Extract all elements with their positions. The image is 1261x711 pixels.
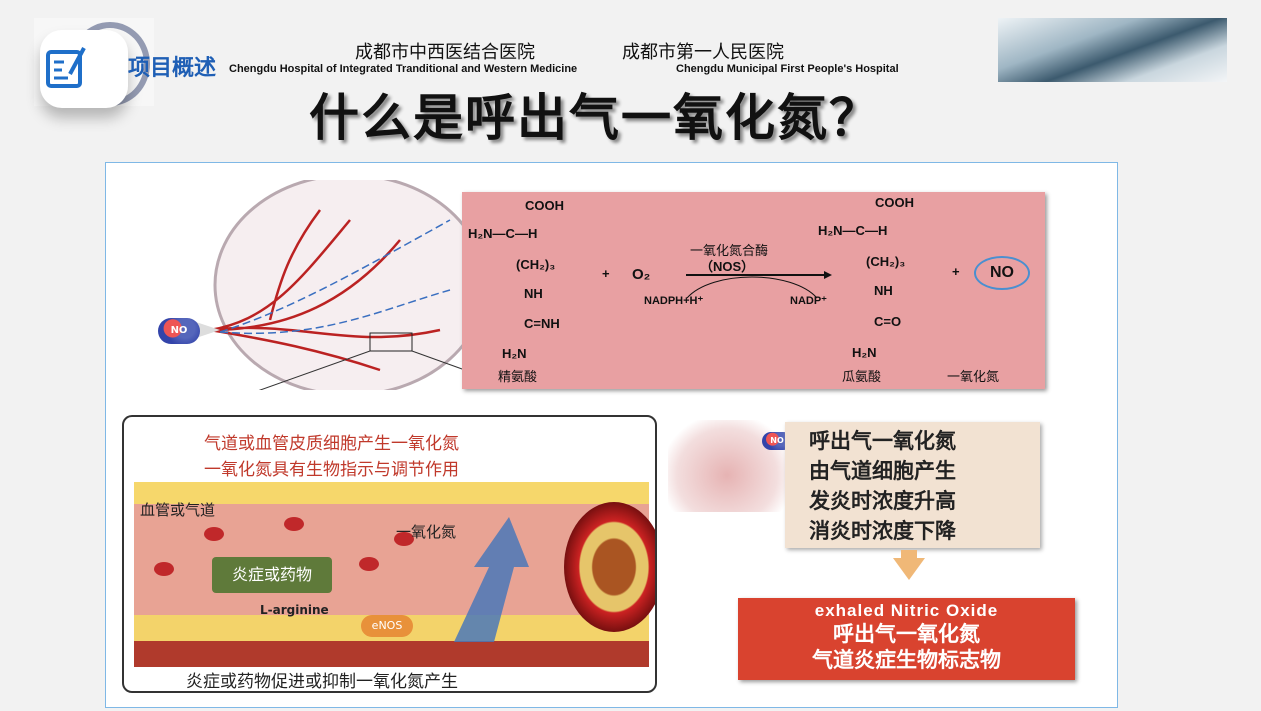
fact-item: 消炎时浓度下降 [809,518,956,543]
inset-caption: 炎症或药物促进或抑制一氧化氮产生 [186,672,458,692]
feno-chinese: 呼出气一氧化氮 [833,621,980,646]
no-release-arrow-icon [454,517,529,642]
product-alpha-carbon: H₂N—C—H [818,223,888,238]
trigger-label: 炎症或药物 [212,557,332,593]
arginine-label: 精氨酸 [498,370,538,385]
citrulline-label: 瓜氨酸 [842,370,882,385]
no-molecule-small-icon: NO [762,432,792,450]
fact-item: 发炎时浓度升高 [809,488,956,513]
hospital-2-name-en: Chengdu Municipal First People's Hospita… [676,63,899,75]
enzyme-abbrev: （NOS） [700,259,755,274]
section-badge [40,30,128,108]
enzyme-name: 一氧化氮合酶 [690,244,769,259]
reaction-arrow-icon [686,271,832,299]
reactant-ch2: (CH₂)₃ [516,257,556,272]
down-arrow-icon [893,558,925,580]
inset-line-2: 一氧化氮具有生物指示与调节作用 [204,460,459,480]
hospital-1-name-en: Chengdu Hospital of Integrated Tranditio… [229,63,578,75]
vessel-label: 血管或气道 [140,501,216,519]
vessel-inset-panel: 气道或血管皮质细胞产生一氧化氮 一氧化氮具有生物指示与调节作用 血管或气道 一氧… [122,415,657,693]
eye-retina-illustration [190,180,480,390]
fact-item: 由气道细胞产生 [809,458,956,483]
nadp: NADP⁺ [790,295,827,307]
reactant-alpha-carbon: H₂N—C—H [468,226,538,241]
hospital-1-name-cn: 成都市中西医结合医院 [355,42,535,63]
hospital-building-photo [998,18,1227,82]
reaction-panel: COOH H₂N—C—H (CH₂)₃ NH C=NH H₂N 精氨酸 + O₂… [462,192,1045,389]
edit-document-icon [46,47,86,88]
fact-item: 呼出气一氧化氮 [809,428,956,453]
feno-biomarker: 气道炎症生物标志物 [812,647,1001,672]
product-cooh: COOH [875,195,914,210]
nitric-oxide-product: NO [974,256,1030,290]
l-arginine-label: L-arginine [260,603,329,617]
reactant-cnh: C=NH [524,316,560,331]
feno-definition-box: exhaled Nitric Oxide 呼出气一氧化氮 气道炎症生物标志物 [738,598,1075,680]
enos-label: eNOS [361,615,413,637]
nadph: NADPH+H⁺ [644,295,704,307]
slide-title: 什么是呼出气一氧化氮？ [309,88,881,147]
feno-english: exhaled Nitric Oxide [814,601,999,620]
oxygen: O₂ [632,266,651,283]
product-ch2: (CH₂)₃ [866,254,906,269]
product-co: C=O [874,314,902,329]
no-label: 一氧化氮 [396,523,457,541]
reactant-cooh: COOH [525,198,564,213]
plus-sign-2: + [952,264,960,279]
airway-cross-section [564,502,655,632]
feno-facts-box: 呼出气一氧化氮 由气道细胞产生 发炎时浓度升高 消炎时浓度下降 [785,422,1040,548]
product-nh: NH [874,283,893,298]
plus-sign: + [602,266,610,281]
no-molecule-icon: NO [158,318,200,344]
inset-line-1: 气道或血管皮质细胞产生一氧化氮 [204,434,459,454]
hospital-2-name-cn: 成都市第一人民医院 [622,42,784,63]
product-h2n: H₂N [852,345,877,360]
section-label: 项目概述 [128,56,217,81]
nitric-oxide-label: 一氧化氮 [947,370,1000,385]
reactant-h2n: H₂N [502,346,527,361]
reactant-nh: NH [524,286,543,301]
